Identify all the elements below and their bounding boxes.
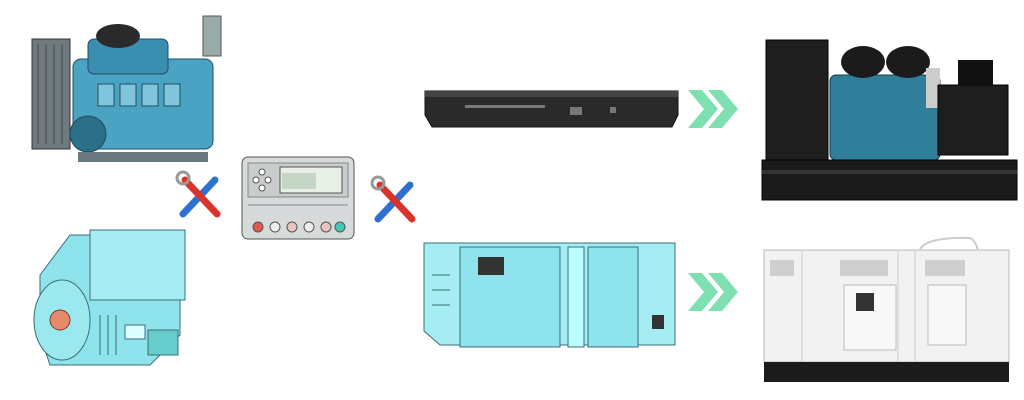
- silent-genset-icon: [763, 236, 1010, 382]
- wrench-screwdriver-icon: [175, 170, 227, 222]
- base-frame-image: [420, 85, 682, 133]
- silent-canopy-image: [420, 235, 682, 363]
- diesel-engine-image: [28, 14, 233, 169]
- canopy-icon: [423, 242, 676, 348]
- control-panel-icon: [241, 156, 355, 240]
- open-type-generator-set-image: [758, 20, 1020, 205]
- wrench-screwdriver-icon: [370, 175, 422, 227]
- double-chevron-right-icon: [688, 273, 740, 311]
- open-genset-icon: [761, 39, 1018, 201]
- alternator-image: [30, 225, 195, 375]
- alternator-icon: [33, 229, 186, 366]
- skid-base-icon: [424, 90, 679, 128]
- engine-icon: [31, 15, 222, 162]
- double-chevron-right-icon: [688, 90, 740, 128]
- silent-type-generator-set-image: [760, 235, 1018, 385]
- controller-image: [240, 155, 356, 241]
